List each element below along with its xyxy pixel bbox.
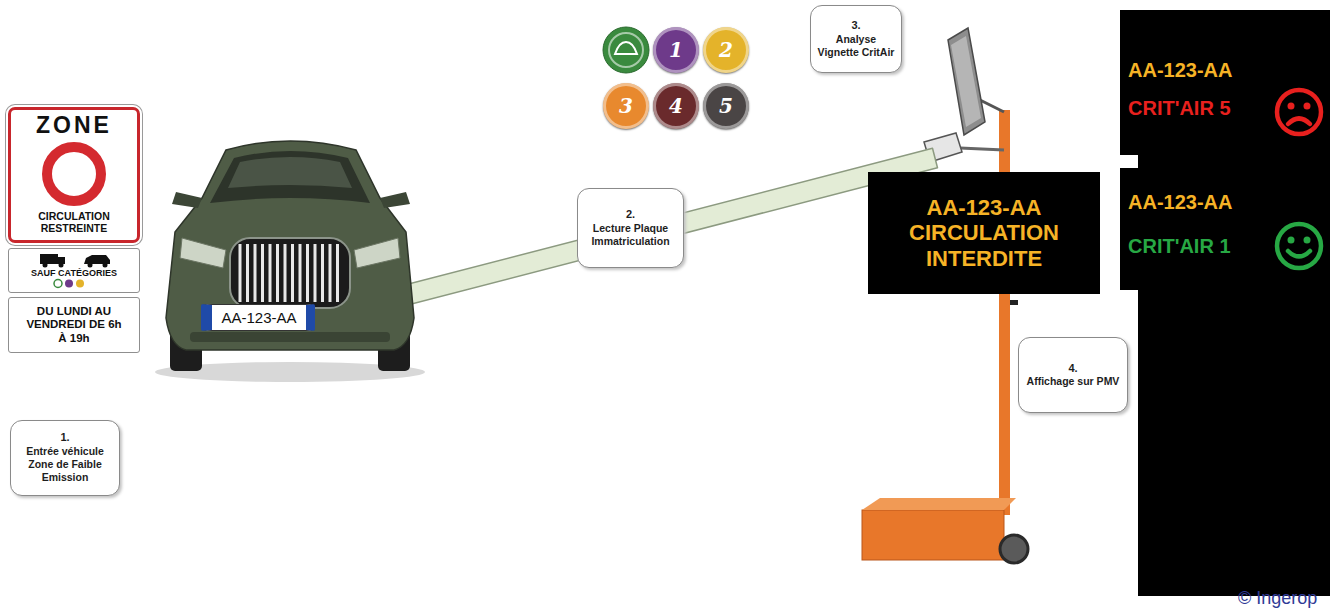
callout-number: 1. xyxy=(60,431,69,445)
grille-bar xyxy=(314,244,317,302)
status-face xyxy=(1273,86,1325,138)
callout-text: Affichage sur PMV xyxy=(1027,375,1120,388)
sign-text: CIRCULATION RESTREINTE xyxy=(15,210,133,235)
car-bumper xyxy=(190,332,390,342)
status-face xyxy=(1273,220,1325,272)
car-mirror xyxy=(380,192,410,208)
car-headlight xyxy=(354,238,400,268)
grille-bar xyxy=(284,244,287,302)
grille-bar xyxy=(246,244,249,302)
panel-critair: CRIT'AIR 1 xyxy=(1128,214,1270,258)
vms-plate: AA-123-AA xyxy=(927,195,1042,220)
callout-text: Entrée véhicule Zone de Faible Emission xyxy=(17,445,113,484)
exemption-panel: SAUF CATÉGORIES xyxy=(8,248,140,293)
panel-critair: CRIT'AIR 5 xyxy=(1128,82,1270,120)
car-headlight xyxy=(180,238,226,268)
sign-text: DU LUNDI AU VENDREDI DE 6h À 19h xyxy=(24,305,124,345)
sticker-number: 1 xyxy=(669,38,683,62)
callout-text: Analyse Vignette CritAir xyxy=(817,33,895,59)
sign-text: SAUF CATÉGORIES xyxy=(31,268,117,279)
callout-number: 2. xyxy=(626,208,635,222)
sticker-number: 2 xyxy=(719,38,733,62)
copyright-note: © Ingerop xyxy=(1238,588,1317,609)
camera-arm xyxy=(960,148,1004,150)
pole xyxy=(999,110,1010,515)
grille-bar xyxy=(299,244,302,302)
critair-sticker: 4 xyxy=(653,83,699,129)
critair-sticker: 2 xyxy=(703,27,749,73)
trailer-top xyxy=(862,498,1016,510)
display-panel: AA-123-AACRIT'AIR 1 xyxy=(1120,168,1330,290)
variable-message-sign: AA-123-AACIRCULATION INTERDITE xyxy=(868,172,1100,294)
sign-title: ZONE xyxy=(36,113,112,138)
sticker-number: 4 xyxy=(669,94,683,118)
grille-bar xyxy=(321,244,324,302)
grille-bar xyxy=(269,244,272,302)
sticker-ring xyxy=(609,33,643,67)
critair-sticker: 5 xyxy=(703,83,749,129)
solar-panel-face xyxy=(951,36,981,127)
pole-bracket xyxy=(1010,300,1018,305)
truck-icons xyxy=(12,252,136,268)
zone-sign-panel: ZONE CIRCULATION RESTREINTE xyxy=(8,107,140,243)
grille-bar xyxy=(329,244,332,302)
vms-message: CIRCULATION INTERDITE xyxy=(876,220,1092,271)
schedule-panel: DU LUNDI AU VENDREDI DE 6h À 19h xyxy=(8,297,140,353)
display-panel: AA-123-AACRIT'AIR 5 xyxy=(1120,10,1330,155)
restricted-zone-ring xyxy=(12,140,136,208)
sticker-car-icon xyxy=(615,42,637,54)
car-mirror xyxy=(172,192,202,208)
grille-bar xyxy=(336,244,339,302)
sticker-number: 3 xyxy=(619,94,633,118)
trailer-base xyxy=(862,510,1004,560)
callout-text: Lecture Plaque Immatriculation xyxy=(584,222,677,248)
grille-bar xyxy=(254,244,257,302)
callout-box: 4.Affichage sur PMV xyxy=(1018,337,1128,413)
callout-number: 4. xyxy=(1068,362,1077,376)
trailer-wheel xyxy=(1000,535,1028,563)
critair-sticker: 3 xyxy=(603,83,649,129)
grille-bar xyxy=(261,244,264,302)
callout-number: 3. xyxy=(851,19,860,33)
sticker-number: 5 xyxy=(719,94,733,118)
car-body xyxy=(166,141,414,350)
callout-box: 3.Analyse Vignette CritAir xyxy=(810,5,902,73)
licence-plate: AA-123-AA xyxy=(201,304,315,331)
car-windshield-glare xyxy=(228,157,352,188)
car-windshield xyxy=(210,151,370,203)
category-dots xyxy=(12,278,136,289)
grille-bar xyxy=(306,244,309,302)
panel-plate: AA-123-AA xyxy=(1128,10,1270,82)
callout-box: 2.Lecture Plaque Immatriculation xyxy=(577,188,684,268)
critair-sticker-electric xyxy=(603,27,649,73)
grille-bar xyxy=(291,244,294,302)
callout-box: 1.Entrée véhicule Zone de Faible Emissio… xyxy=(10,420,120,496)
solar-panel xyxy=(948,28,985,135)
grille-bar xyxy=(276,244,279,302)
critair-sticker: 1 xyxy=(653,27,699,73)
grille-bars xyxy=(240,244,338,302)
car-grille xyxy=(230,238,350,308)
panel-plate: AA-123-AA xyxy=(1128,168,1270,214)
plate-number: AA-123-AA xyxy=(221,309,296,326)
grille-bar xyxy=(239,244,242,302)
